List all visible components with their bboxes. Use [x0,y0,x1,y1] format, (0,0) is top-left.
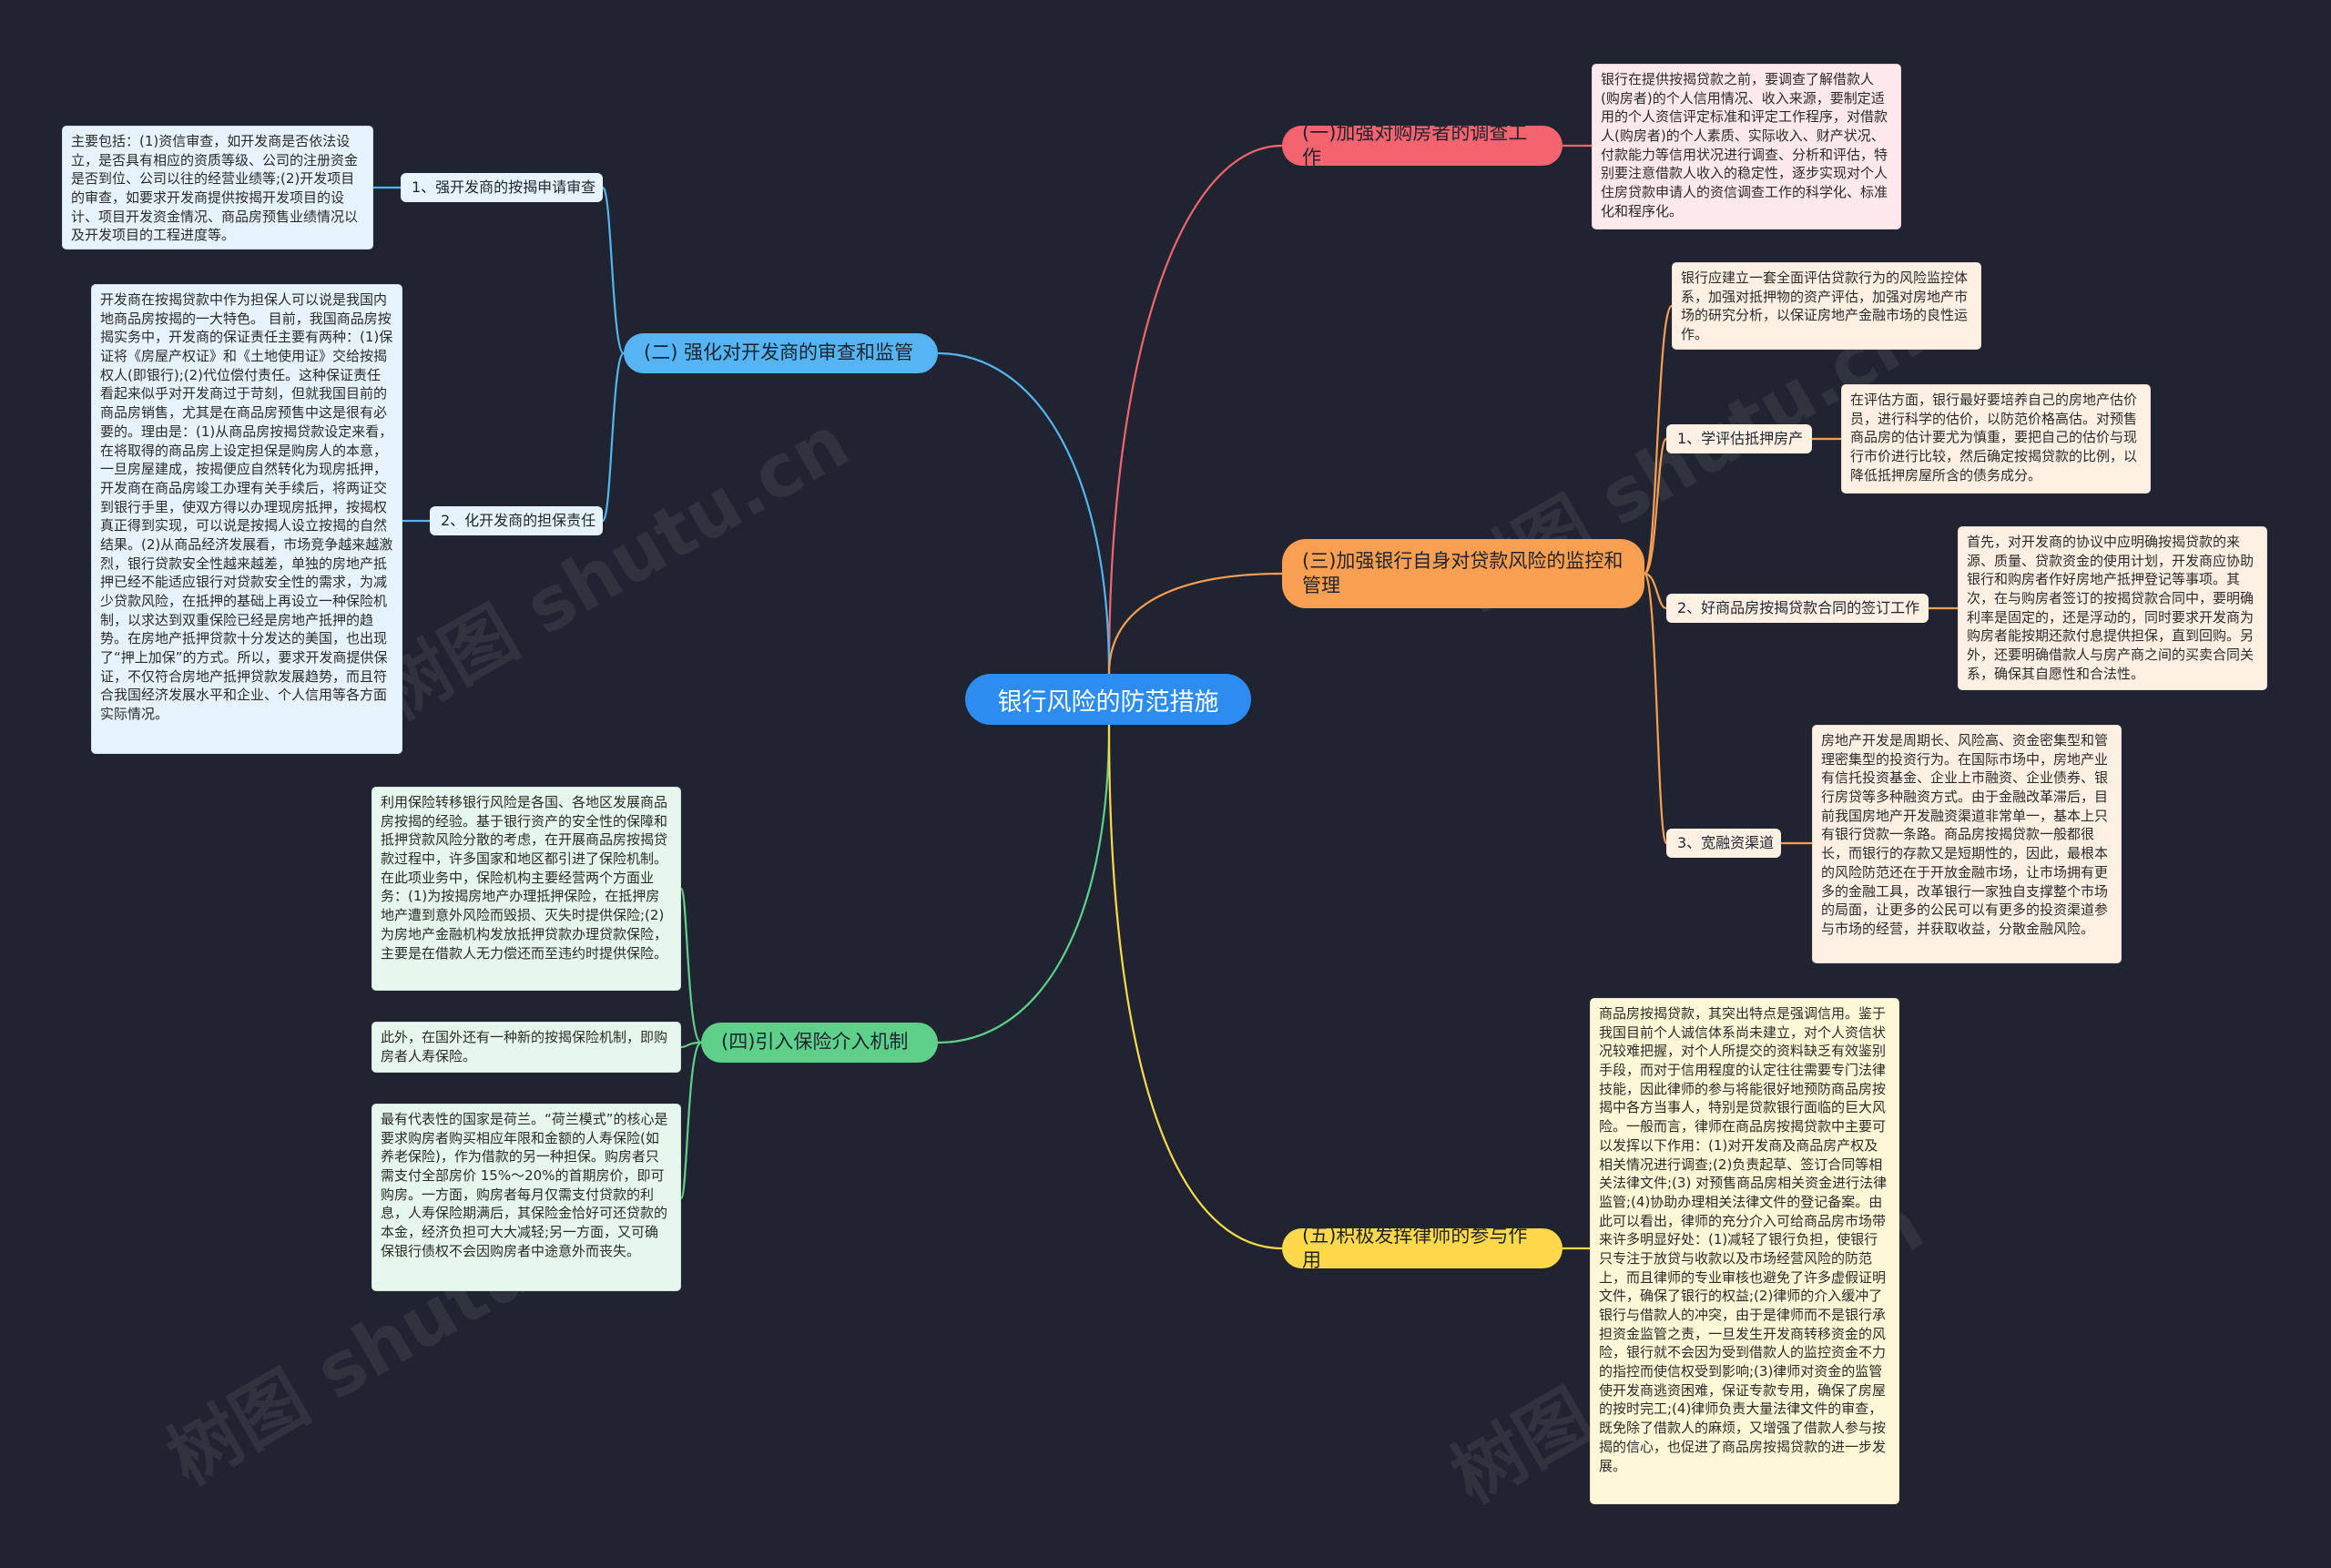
sub-financing-channels[interactable]: 3、宽融资渠道 [1666,829,1781,858]
branch-developer-supervision[interactable]: (二) 强化对开发商的审查和监管 [624,333,938,373]
sub-label: 2、好商品房按揭贷款合同的签订工作 [1677,598,1920,616]
edge-b2-s2 [601,351,626,523]
sub-developer-application-review[interactable]: 1、强开发商的按揭申请审查 [401,173,603,202]
branch-label: (二) 强化对开发商的审查和监管 [644,341,914,364]
leaf-text: 在评估方面，银行最好要培养自己的房地产估价员，进行科学的估价，以防范价格高估。对… [1850,392,2138,484]
branch-label: (五)积极发挥律师的参与作用 [1302,1224,1528,1271]
sub-label: 1、强开发商的按揭申请审查 [412,178,596,196]
leaf-text: 最有代表性的国家是荷兰。“荷兰模式”的核心是要求购房者购买相应年限和金额的人寿保… [381,1111,668,1259]
leaf-netherlands-model: 最有代表性的国家是荷兰。“荷兰模式”的核心是要求购房者购买相应年限和金额的人寿保… [372,1104,681,1291]
leaf-text: 银行在提供按揭贷款之前，要调查了解借款人(购房者)的个人信用情况、收入来源，要制… [1601,71,1888,219]
leaf-risk-monitoring-system: 银行应建立一套全面评估贷款行为的风险监控体系，加强对抵押物的资产评估，加强对房地… [1672,262,1981,350]
leaf-text: 商品房按揭贷款，其突出特点是强调信用。鉴于我国目前个人诚信体系尚未建立，对个人资… [1599,1005,1888,1474]
edge-b4-l3 [679,1041,703,1200]
sub-loan-contract[interactable]: 2、好商品房按揭贷款合同的签订工作 [1666,594,1929,623]
leaf-guarantee-responsibility: 开发商在按揭贷款中作为担保人可以说是我国内地商品房按揭的一大特色。 目前，我国商… [91,284,402,754]
sub-evaluate-mortgage[interactable]: 1、学评估抵押房产 [1666,424,1812,453]
branch-label: (一)加强对购房者的调查工作 [1302,121,1528,168]
sub-label: 3、宽融资渠道 [1677,833,1775,851]
edge-root-b4 [937,724,1111,1044]
edge-b3-s2 [1644,572,1667,610]
leaf-contract-signing: 首先，对开发商的协议中应明确按揭贷款的来源、质量、贷款资金的使用计划，开发商应协… [1958,526,2267,690]
leaf-text: 银行应建立一套全面评估贷款行为的风险监控体系，加强对抵押物的资产评估，加强对房地… [1681,270,1969,343]
edge-b3-s1 [1643,437,1668,575]
branch-bank-risk-control[interactable]: (三)加强银行自身对贷款风险的监控和管理 [1282,539,1644,608]
branch-buyer-investigation[interactable]: (一)加强对购房者的调查工作 [1282,122,1562,168]
leaf-financing-channels: 房地产开发是周期长、风险高、资金密集型和管理密集型的投资行为。在国际市场中，房地… [1812,725,2122,963]
leaf-buyer-investigation: 银行在提供按揭贷款之前，要调查了解借款人(购房者)的个人信用情况、收入来源，要制… [1592,64,1901,229]
leaf-text: 主要包括：(1)资信审查，如开发商是否依法设立，是否具有相应的资质等级、公司的注… [71,133,359,244]
root-topic[interactable]: 银行风险的防范措施 [965,674,1251,725]
edge-b3-s3 [1643,572,1668,845]
edge-b4-l2 [680,1041,702,1049]
branch-label: (三)加强银行自身对贷款风险的监控和管理 [1302,549,1624,596]
leaf-property-appraisal: 在评估方面，银行最好要培养自己的房地产估价员，进行科学的估价，以防范价格高估。对… [1841,384,2151,494]
edge-b4-l1 [679,887,703,1044]
sub-developer-guarantee[interactable]: 2、化开发商的担保责任 [430,506,603,535]
branch-insurance-mechanism[interactable]: (四)引入保险介入机制 [701,1023,938,1063]
leaf-insurance-transfer: 利用保险转移银行风险是各国、各地区发展商品房按揭的经验。基于银行资产的安全性的保… [372,787,681,991]
edge-root-b2 [937,351,1111,675]
sub-label: 1、学评估抵押房产 [1677,429,1804,447]
edge-root-b1 [1107,144,1283,675]
branch-lawyer-role[interactable]: (五)积极发挥律师的参与作用 [1282,1225,1562,1271]
leaf-application-review: 主要包括：(1)资信审查，如开发商是否依法设立，是否具有相应的资质等级、公司的注… [62,126,373,249]
leaf-text: 利用保险转移银行风险是各国、各地区发展商品房按揭的经验。基于银行资产的安全性的保… [381,794,668,962]
root-topic-label: 银行风险的防范措施 [997,687,1219,717]
leaf-text: 首先，对开发商的协议中应明确按揭贷款的来源、质量、贷款资金的使用计划，开发商应协… [1967,534,2255,682]
edge-b3-l0 [1643,304,1674,575]
branch-label: (四)引入保险介入机制 [721,1031,909,1054]
leaf-lawyer-participation: 商品房按揭贷款，其突出特点是强调信用。鉴于我国目前个人诚信体系尚未建立，对个人资… [1590,998,1899,1504]
edge-root-b5 [1107,724,1283,1250]
leaf-text: 此外，在国外还有一种新的按揭保险机制，即购房者人寿保险。 [381,1029,668,1064]
edge-b2-s1 [601,186,626,355]
leaf-life-insurance: 此外，在国外还有一种新的按揭保险机制，即购房者人寿保险。 [372,1022,681,1073]
leaf-text: 开发商在按揭贷款中作为担保人可以说是我国内地商品房按揭的一大特色。 目前，我国商… [100,291,393,723]
leaf-text: 房地产开发是周期长、风险高、资金密集型和管理密集型的投资行为。在国际市场中，房地… [1821,732,2109,937]
sub-label: 2、化开发商的担保责任 [441,511,596,529]
edge-root-b3 [1107,572,1283,675]
